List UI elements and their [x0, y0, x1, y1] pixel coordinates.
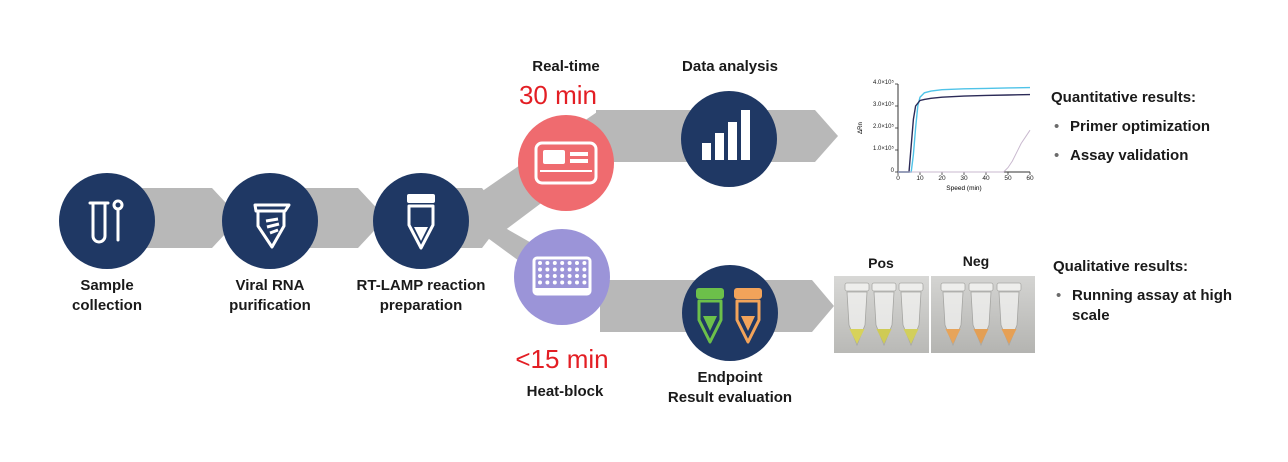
heat-block-well	[545, 274, 550, 278]
heat-block-well	[552, 280, 557, 285]
heat-block-well	[575, 274, 579, 278]
chart-y-tick-label: 4.0×10⁵	[872, 80, 894, 86]
chart-x-tick-label: 40	[982, 175, 990, 182]
chart-series-line	[898, 93, 1031, 173]
colored-tubes-icon	[696, 288, 762, 344]
heat-block-well	[567, 280, 572, 285]
heat-block-well	[560, 280, 565, 285]
heat-block-well	[538, 280, 542, 285]
quantitative-list: •Primer optimization •Assay validation	[1052, 117, 1272, 175]
amplification-chart: ΔRn Speed (min)	[858, 83, 1031, 192]
sample-collection-circle	[59, 173, 155, 269]
chart-x-tick-label: 50	[1004, 175, 1012, 182]
photo-tube	[844, 282, 870, 347]
rna-purification-label: Viral RNA purification	[229, 277, 311, 314]
heat-block-well	[538, 274, 542, 278]
chart-series-line	[898, 86, 1031, 173]
chart-y-label: ΔRn	[858, 122, 864, 134]
sample-collection-label: Sample collection	[71, 277, 142, 314]
photo-tube	[940, 282, 966, 347]
heat-block-well	[552, 274, 557, 278]
realtime-duration: 30 min	[518, 80, 598, 110]
chart-x-label: Speed (min)	[946, 185, 981, 192]
photo-tube	[898, 282, 924, 347]
heat-block-well	[560, 274, 565, 278]
heat-block-well	[575, 261, 579, 265]
chart-x-tick-label: 0	[896, 175, 900, 182]
photo-tube	[996, 282, 1022, 347]
endpoint-label: Endpoint Result evaluation	[667, 369, 793, 406]
heat-block-well	[582, 267, 587, 272]
heat-block-well	[560, 267, 565, 272]
chart-y-tick-label: 0	[890, 168, 894, 174]
reaction-tube-icon	[407, 194, 435, 250]
neg-label: Neg	[962, 253, 990, 269]
heat-block-well	[538, 261, 542, 265]
heat-block-well	[538, 267, 542, 272]
endpoint-circle	[682, 265, 778, 361]
heat-block-well	[567, 274, 572, 278]
chart-x-tick-label: 30	[960, 175, 968, 182]
heat-block-well	[582, 261, 587, 265]
chart-y-tick-label: 1.0×10⁵	[872, 146, 894, 152]
heat-block-well	[560, 261, 565, 265]
heat-block-well	[575, 280, 579, 285]
chart-y-tick-label: 3.0×10⁵	[872, 102, 894, 108]
qualitative-list: •Running assay at high scale	[1054, 286, 1254, 335]
data-analysis-label: Data analysis	[682, 58, 778, 75]
quantitative-title: Quantitative results:	[1051, 89, 1197, 106]
photo-tube	[968, 282, 994, 347]
heat-block-well	[552, 261, 557, 265]
heat-block-well	[552, 267, 557, 272]
heat-block-icon	[532, 256, 592, 296]
bar-chart-icon	[702, 110, 750, 160]
realtime-circle	[518, 115, 614, 211]
heat-block-well	[582, 274, 587, 278]
qualitative-title: Qualitative results:	[1053, 258, 1189, 275]
thermocycler-icon	[534, 141, 598, 185]
quantitative-item: •Primer optimization	[1054, 118, 1211, 135]
realtime-label: Real-time	[532, 58, 600, 75]
pos-label: Pos	[868, 255, 894, 271]
heat-block-well	[545, 267, 550, 272]
heat-block-duration: <15 min	[515, 344, 609, 374]
chart-x-tick-label: 60	[1026, 175, 1034, 182]
chart-series-line	[898, 129, 1031, 173]
reaction-preparation-circle	[373, 173, 469, 269]
heat-block-well	[545, 280, 550, 285]
reaction-preparation-label: RT-LAMP reaction preparation	[356, 277, 486, 314]
heat-block-well	[567, 261, 572, 265]
heat-block-label: Heat-block	[526, 383, 604, 400]
chart-y-tick-label: 2.0×10⁵	[872, 124, 894, 130]
quantitative-item: •Assay validation	[1054, 147, 1189, 164]
heat-block-well	[567, 267, 572, 272]
tube-photo	[834, 276, 1035, 353]
tube-icon	[88, 199, 124, 244]
photo-tube	[871, 282, 897, 347]
chart-x-tick-label: 20	[938, 175, 946, 182]
heat-block-well	[545, 261, 550, 265]
heat-block-well	[575, 267, 579, 272]
qualitative-item: •Running assay at high scale	[1056, 287, 1233, 324]
heat-block-well	[582, 280, 587, 285]
chart-x-tick-label: 10	[916, 175, 924, 182]
purification-tube-icon	[253, 203, 291, 249]
